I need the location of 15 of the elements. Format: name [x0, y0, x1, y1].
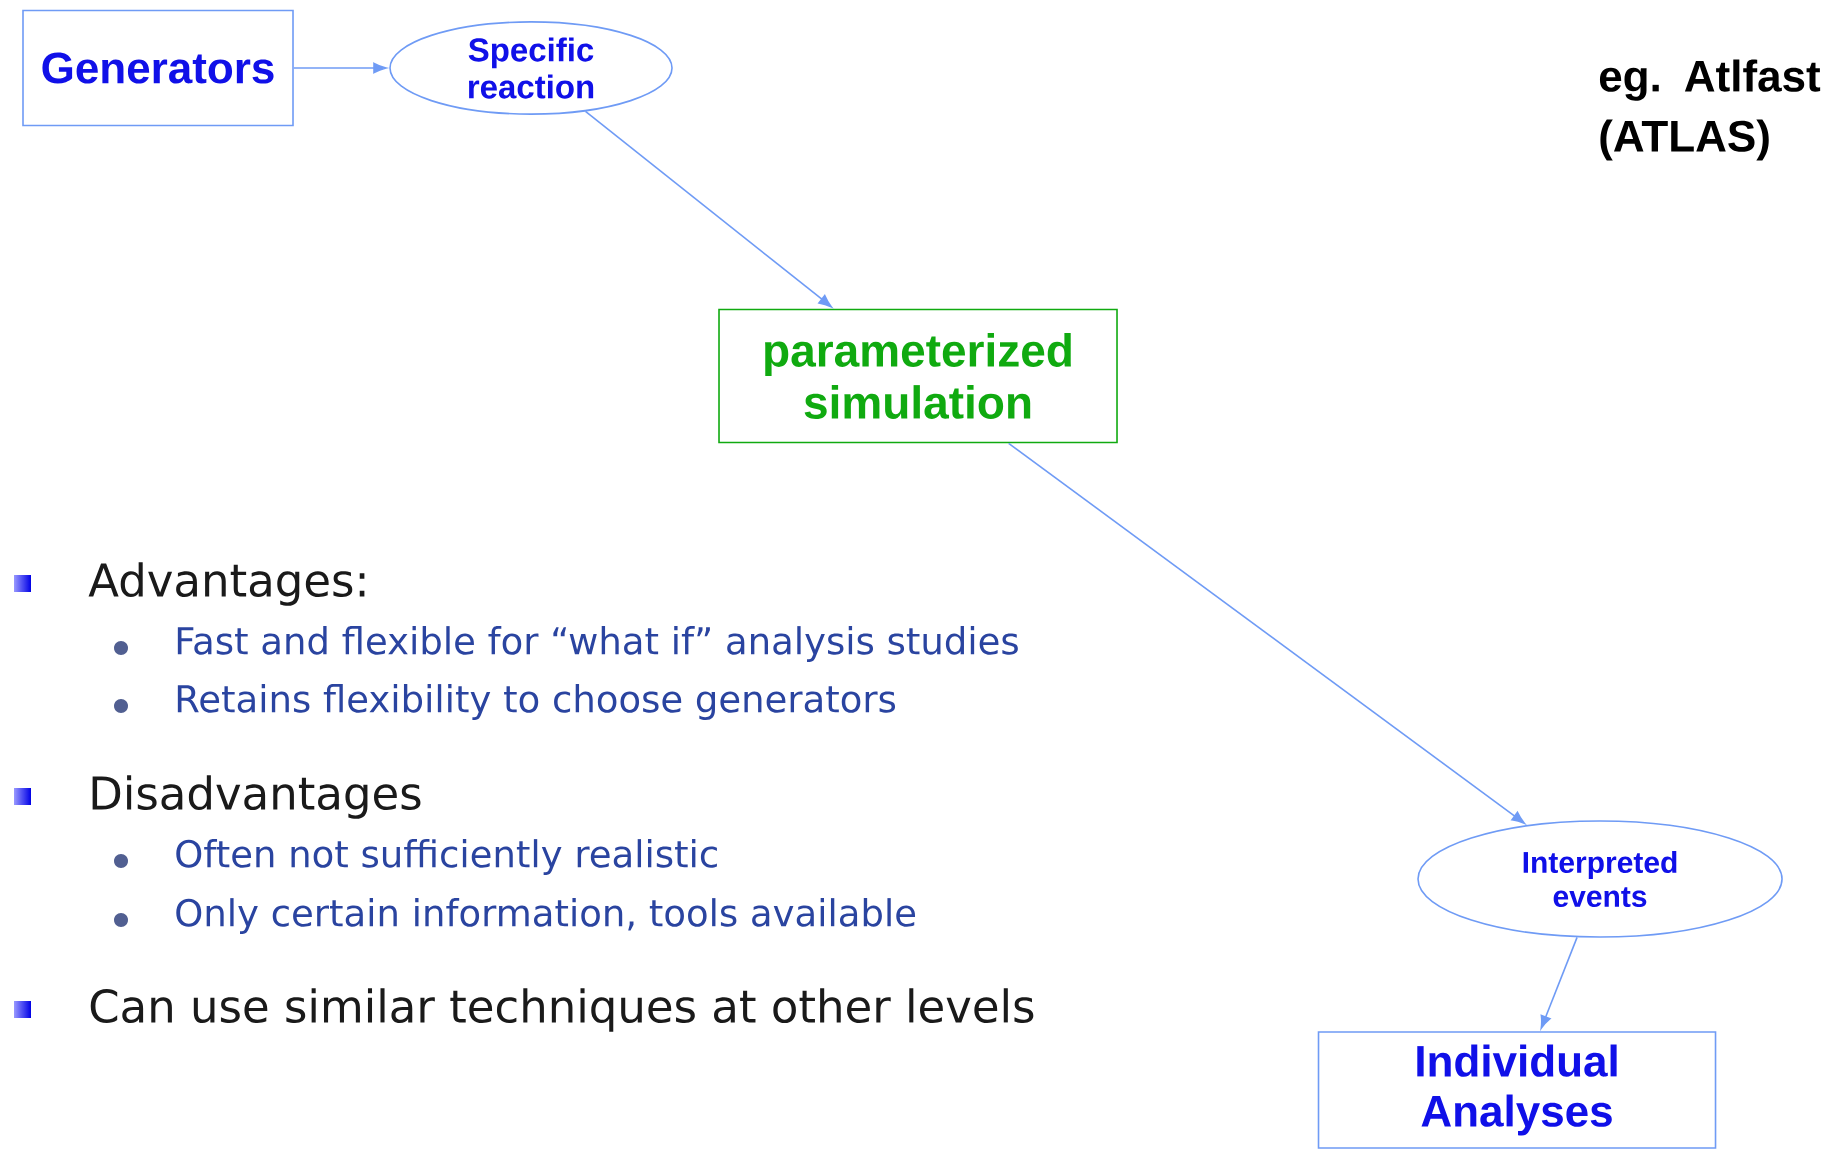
arrow — [1540, 936, 1578, 1029]
note-text: eg. Atlfast (ATLAS) — [1599, 59, 1821, 161]
process-box: parameterized simulation — [718, 308, 1118, 444]
bullet-text: Retains flexibility to choose generators — [177, 684, 896, 720]
bullet-text: Only certain information, tools available — [176, 898, 915, 934]
arrow — [584, 110, 832, 308]
process-box: Generators — [22, 9, 294, 127]
arrow — [293, 62, 387, 74]
bullet-text: Can use similar techniques at other levels — [90, 988, 1034, 1032]
bullet-text: Disadvantages — [92, 775, 421, 819]
bullet-text: Often not sufficiently realistic — [176, 839, 717, 875]
arrow — [1007, 442, 1526, 824]
bullet-text: Fast and flexible for “what if” analysis studies — [177, 626, 1018, 662]
bullet-text: Advantages: — [88, 562, 365, 606]
process-box: Individual Analyses — [1317, 1031, 1717, 1149]
